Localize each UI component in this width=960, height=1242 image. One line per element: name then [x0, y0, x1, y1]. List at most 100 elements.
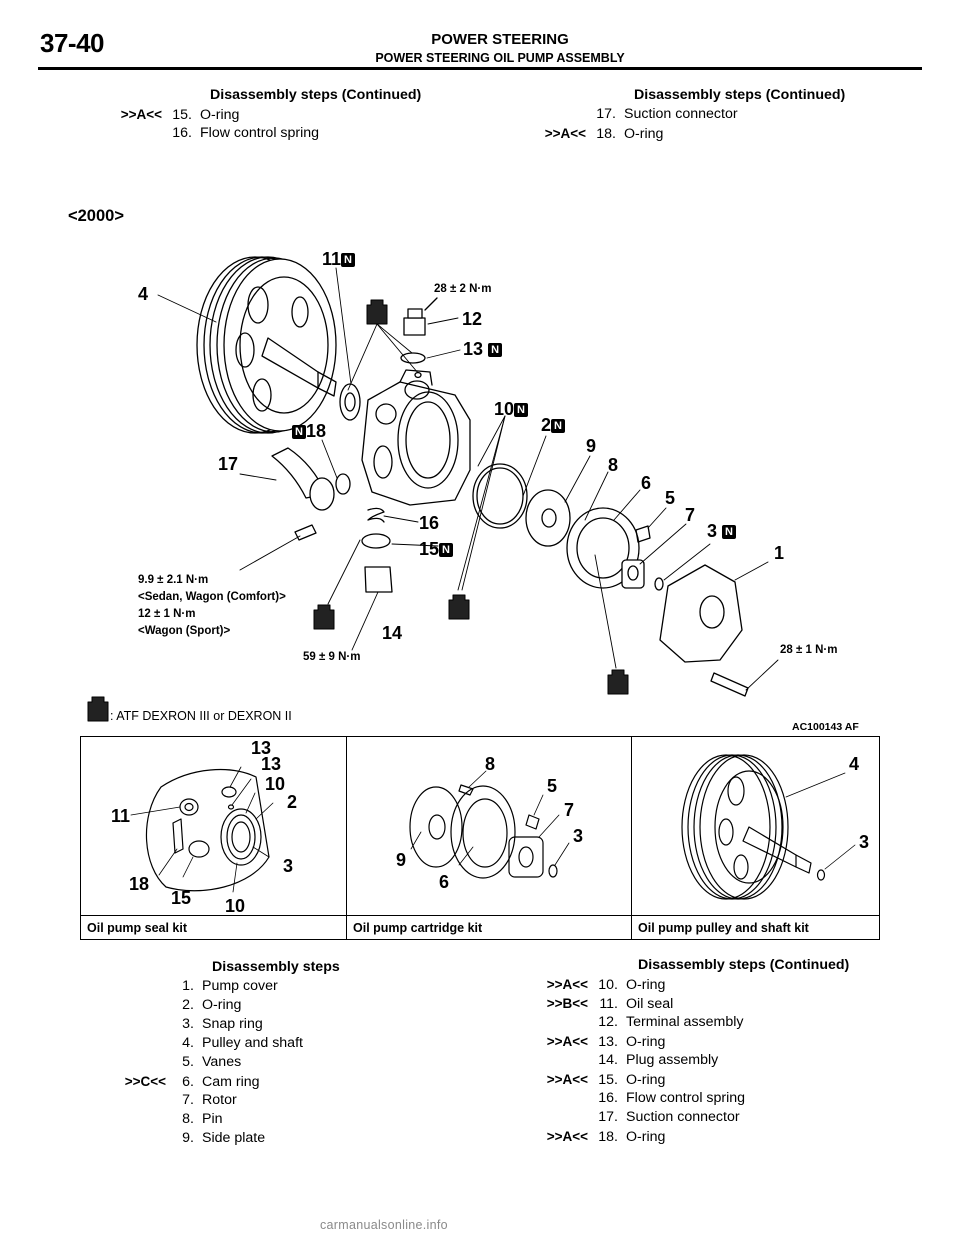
- torque-suction-connector: 9.9 ± 2.1 N·m <Sedan, Wagon (Comfort)> 1…: [138, 572, 286, 640]
- step-num: 16.: [598, 1090, 618, 1106]
- kit-label-cartridge: Oil pump cartridge kit: [353, 921, 483, 935]
- kit-callout: 2: [287, 792, 298, 812]
- step-row: 4.Pulley and shaft: [110, 1034, 340, 1053]
- step-num: 14.: [598, 1052, 618, 1068]
- step-row: >>C<<6.Cam ring: [110, 1072, 340, 1091]
- kit-callout: 10: [265, 774, 286, 794]
- step-num: 9.: [182, 1130, 194, 1146]
- step-label: Flow control spring: [200, 125, 320, 141]
- callout-number: 10: [494, 399, 515, 419]
- step-row: 12.Terminal assembly: [534, 1013, 849, 1032]
- step-label: Side plate: [202, 1130, 266, 1146]
- steps-heading: Disassembly steps (Continued): [210, 87, 422, 103]
- step-num: 18.: [596, 126, 616, 142]
- step-row: 14. Plug assembly: [534, 1051, 849, 1070]
- new-part-badge: N: [292, 425, 306, 439]
- watermark: carmanualsonline.info: [320, 1218, 448, 1232]
- step-row: 8. Pin: [110, 1110, 340, 1129]
- step-label: O-ring: [626, 1129, 666, 1145]
- kit-callout: 3: [859, 832, 870, 852]
- steps-heading: Disassembly steps: [212, 959, 340, 975]
- step-num: 18.: [598, 1129, 618, 1145]
- new-part-badge: N: [341, 253, 356, 267]
- step-label: Oil seal: [626, 996, 674, 1012]
- step-row: >>A<<18.O-ring: [534, 1127, 849, 1146]
- new-part-badge: N: [514, 403, 529, 417]
- step-row: 1. Pump cover: [110, 977, 340, 996]
- step-label: Snap ring: [202, 1016, 263, 1032]
- step-label: Vanes: [202, 1054, 242, 1070]
- step-num: 8.: [182, 1111, 194, 1127]
- step-row: >>A<<18.O-ring: [534, 124, 845, 143]
- step-num: 15.: [172, 107, 192, 123]
- step-num: 13.: [598, 1034, 618, 1050]
- step-row: >>A<<13.O-ring: [534, 1032, 849, 1051]
- step-row: 16. Flow control spring: [534, 1089, 849, 1108]
- page-title: POWER STEERING: [431, 31, 569, 48]
- callout-3: 3 N: [707, 522, 737, 540]
- kit-callout: 7: [564, 800, 575, 820]
- callout-4: 4: [138, 284, 149, 304]
- kit-table: Oil pump seal kit Oil pump cartridge kit…: [80, 736, 880, 940]
- new-part-badge: N: [551, 419, 566, 433]
- step-num: 2.: [182, 997, 194, 1013]
- step-ref: >>A<<: [546, 977, 588, 992]
- step-label: Pump cover: [202, 978, 278, 994]
- step-num: 6.: [182, 1074, 194, 1090]
- bottom-steps-left: Disassembly steps 1.Pump cover 2.O-ring …: [110, 958, 340, 1148]
- kit-divider: [346, 737, 347, 939]
- kit-callout: 13: [251, 738, 272, 758]
- step-row: 17.Suction connector: [534, 1108, 849, 1127]
- new-part-badge: N: [488, 343, 503, 357]
- kit-callout: 3: [573, 826, 584, 846]
- kit-footer-rule: [81, 915, 879, 916]
- kit-callout: 13: [261, 754, 282, 774]
- step-label: Suction connector: [624, 106, 738, 122]
- step-row: 16. Flow control spring: [110, 124, 421, 143]
- new-part-badge: N: [439, 543, 454, 557]
- step-num: 4.: [182, 1035, 194, 1051]
- step-row: 5. Vanes: [110, 1053, 340, 1072]
- kit-callout: 8: [485, 754, 496, 774]
- step-num: 1.: [182, 978, 194, 994]
- step-label: Flow control spring: [626, 1090, 746, 1106]
- kit-divider: [631, 737, 632, 939]
- step-num: 5.: [182, 1054, 194, 1070]
- step-ref: >>B<<: [546, 996, 588, 1011]
- step-label: O-ring: [200, 107, 240, 123]
- step-label: O-ring: [626, 1034, 666, 1050]
- step-num: 15.: [598, 1072, 618, 1088]
- kit-callout: 9: [396, 850, 407, 870]
- callout-number: 13: [463, 339, 484, 359]
- torque-value: 12 ± 1 N·m: [138, 608, 196, 620]
- step-label: Pin: [202, 1111, 223, 1127]
- step-num: 17.: [596, 106, 616, 122]
- step-label: O-ring: [626, 1072, 666, 1088]
- callout-number: 15: [419, 539, 440, 559]
- callout-12: 12: [462, 309, 483, 329]
- kit-callout: 4: [849, 754, 860, 774]
- step-num: 16.: [172, 125, 192, 141]
- step-label: Plug assembly: [626, 1052, 719, 1068]
- pump-body-drawing: [361, 369, 471, 506]
- steps-heading: Disassembly steps (Continued): [634, 87, 846, 103]
- callout-9: 9: [586, 436, 597, 456]
- step-num: 12.: [598, 1014, 618, 1030]
- step-row: >>A<< 15. O-ring: [534, 1070, 849, 1089]
- step-num: 7.: [182, 1092, 194, 1108]
- step-row: >>A<<15.O-ring: [110, 105, 421, 124]
- callout-5: 5: [665, 488, 676, 508]
- step-row: 9. Side plate: [110, 1129, 340, 1148]
- step-label: Rotor: [202, 1092, 237, 1108]
- steps-heading: Disassembly steps (Continued): [638, 957, 850, 973]
- kit-drawings: [130, 754, 856, 900]
- exploded-view-diagram: [87, 256, 779, 722]
- new-part-badge: N: [722, 525, 737, 539]
- step-num: 17.: [598, 1109, 618, 1125]
- step-ref: >>A<<: [546, 1072, 588, 1087]
- top-steps-right: Disassembly steps (Continued) 17. Suction…: [534, 86, 846, 143]
- callout-13: 13 N: [463, 339, 503, 359]
